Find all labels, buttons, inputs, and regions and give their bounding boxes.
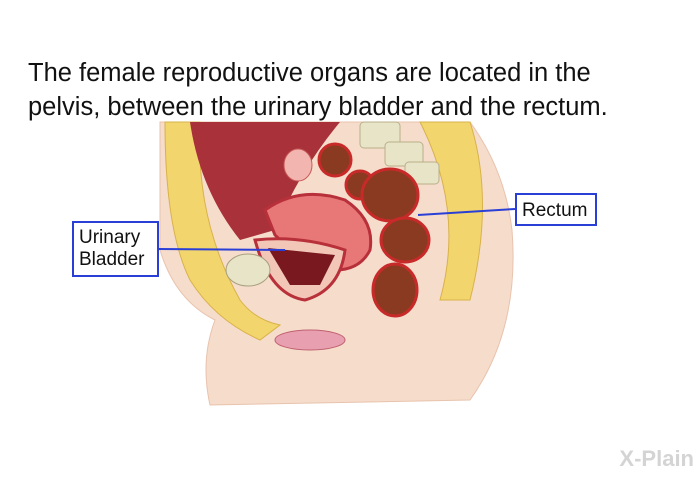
vertebrae: [359, 121, 440, 185]
caption-line-2: pelvis, between the urinary bladder and …: [28, 93, 608, 121]
vulva: [274, 329, 346, 351]
ovary: [283, 148, 313, 182]
bladder-inner: [268, 248, 335, 285]
rectum-label-text: Rectum: [522, 200, 588, 221]
rectum-leader-line: [417, 208, 516, 216]
bladder-label-line-1: Urinary: [79, 227, 141, 248]
caption: The female reproductive organs are locat…: [28, 56, 688, 124]
x-plain-logo: X-Plain: [619, 446, 694, 471]
urinary-bladder-label: Urinary Bladder: [72, 221, 159, 277]
bladder-label-line-2: Bladder: [79, 249, 145, 270]
rectum-label: Rectum: [515, 193, 597, 226]
caption-line-1: The female reproductive organs are locat…: [28, 59, 591, 87]
pubic-bone: [225, 253, 271, 287]
fat-layer: [164, 121, 282, 341]
rectum: [317, 142, 431, 318]
bladder-leader-line: [157, 248, 286, 251]
spine-fat: [419, 121, 483, 301]
